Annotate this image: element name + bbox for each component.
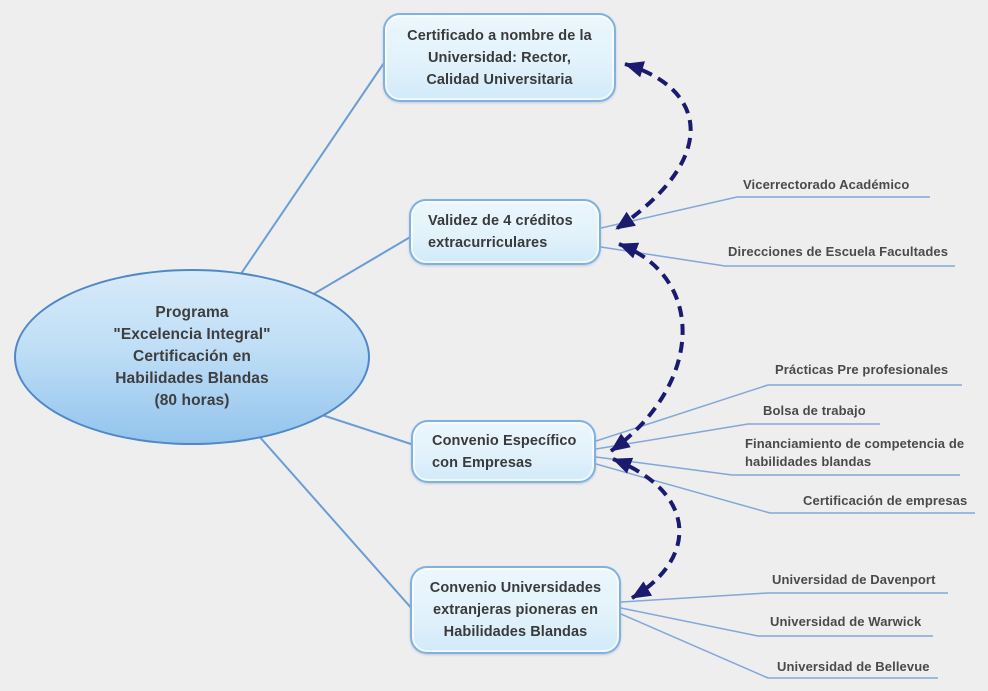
dashed-arrow-node2-node3: [609, 242, 685, 453]
leaf-direcciones[interactable]: Direcciones de Escuela Facultades: [728, 244, 949, 259]
node-certificado-label: Certificado a nombre de la Universidad: …: [407, 27, 592, 88]
branch-node-4-to-leaf-davenport: [620, 592, 948, 603]
node-convenio-universidades[interactable]: Convenio Universidades extranjeras pione…: [410, 566, 621, 654]
node-validez-creditos-label: Validez de 4 créditos extracurriculares: [428, 213, 573, 251]
node-validez-creditos[interactable]: Validez de 4 créditos extracurriculares: [409, 199, 601, 265]
node-certificado[interactable]: Certificado a nombre de la Universidad: …: [383, 13, 616, 102]
node-convenio-empresas[interactable]: Convenio Específico con Empresas: [411, 420, 596, 483]
node-convenio-empresas-label: Convenio Específico con Empresas: [432, 432, 577, 471]
leaf-davenport[interactable]: Universidad de Davenport: [772, 572, 936, 587]
branch-node-2-to-leaf-vicerrectorado: [600, 196, 930, 229]
root-topic-ellipse[interactable]: Programa "Excelencia Integral" Certifica…: [14, 269, 370, 445]
leaf-practicas[interactable]: Prácticas Pre profesionales: [775, 362, 949, 377]
leaf-certificacion-empresas[interactable]: Certificación de empresas: [803, 493, 968, 508]
dashed-arrow-node1-node2: [614, 61, 693, 231]
leaf-financiamiento[interactable]: Financiamiento de competencia de habilid…: [745, 436, 965, 469]
leaf-vicerrectorado[interactable]: Vicerrectorado Académico: [743, 177, 910, 192]
node-convenio-universidades-label: Convenio Universidades extranjeras pione…: [429, 580, 602, 640]
dashed-arrow-node3-node4: [612, 457, 682, 600]
leaf-bolsa[interactable]: Bolsa de trabajo: [763, 403, 866, 418]
leaf-warwick[interactable]: Universidad de Warwick: [770, 614, 922, 629]
branch-root-to-node-4: [249, 425, 414, 611]
branch-root-to-node-1: [229, 53, 391, 291]
branch-root-to-node-2: [299, 235, 413, 303]
leaf-bellevue[interactable]: Universidad de Bellevue: [777, 659, 930, 674]
root-topic-label: Programa "Excelencia Integral" Certifica…: [113, 304, 271, 409]
